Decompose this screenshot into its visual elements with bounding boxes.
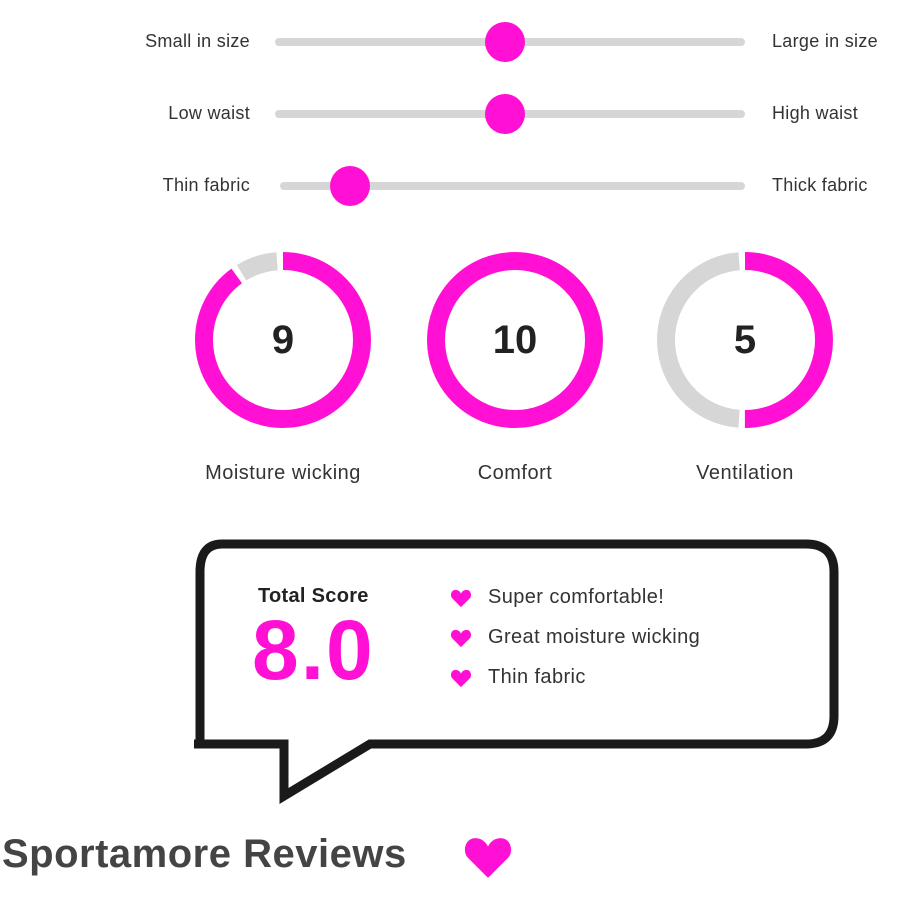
gauge-value: 5 bbox=[734, 318, 756, 362]
pro-text: Super comfortable! bbox=[488, 586, 665, 608]
slider-waist-knob[interactable] bbox=[485, 94, 526, 134]
gauge-label-ventilation: Ventilation bbox=[696, 462, 794, 484]
slider-fabric-track[interactable] bbox=[280, 182, 745, 190]
heart-icon bbox=[450, 629, 472, 648]
slider-fabric-knob[interactable] bbox=[329, 166, 370, 206]
heart-icon bbox=[464, 838, 512, 878]
pro-text: Great moisture wicking bbox=[488, 626, 701, 648]
slider-waist: Low waist High waist bbox=[0, 93, 900, 134]
slider-waist-right-label: High waist bbox=[772, 103, 859, 123]
gauge-value: 10 bbox=[493, 318, 538, 362]
gauge-label-comfort: Comfort bbox=[477, 462, 553, 484]
gauge-fill bbox=[427, 252, 603, 428]
gauge-track bbox=[195, 252, 371, 428]
gauge-track bbox=[657, 252, 834, 428]
gauge-label-moisture-wicking: Moisture wicking bbox=[205, 462, 361, 484]
pro-text: Thin fabric bbox=[488, 666, 586, 688]
slider-fabric-right-label: Thick fabric bbox=[772, 175, 868, 195]
slider-size-knob[interactable] bbox=[485, 22, 526, 62]
total-score-value: 8.0 bbox=[252, 603, 375, 697]
gauge-fill bbox=[657, 252, 833, 428]
score-speech-bubble bbox=[194, 539, 839, 804]
gauge-comfort: 10 bbox=[427, 252, 603, 428]
brand-name: Sportamore Reviews bbox=[2, 832, 407, 876]
heart-icon bbox=[450, 669, 472, 688]
slider-waist-left-label: Low waist bbox=[168, 103, 250, 123]
slider-fabric: Thin fabric Thick fabric bbox=[0, 165, 900, 206]
slider-size-left-label: Small in size bbox=[145, 31, 250, 51]
slider-size: Small in size Large in size bbox=[0, 21, 900, 62]
total-score-label: Total Score bbox=[258, 585, 369, 607]
heart-icon bbox=[450, 589, 472, 608]
gauge-fill bbox=[195, 252, 371, 428]
gauge-moisture-wicking: 9 bbox=[195, 252, 371, 428]
gauge-ventilation: 5 bbox=[657, 252, 834, 428]
slider-size-right-label: Large in size bbox=[772, 31, 878, 51]
speech-bubble-outline bbox=[194, 539, 839, 804]
gauge-value: 9 bbox=[272, 318, 294, 362]
slider-fabric-left-label: Thin fabric bbox=[162, 175, 250, 195]
